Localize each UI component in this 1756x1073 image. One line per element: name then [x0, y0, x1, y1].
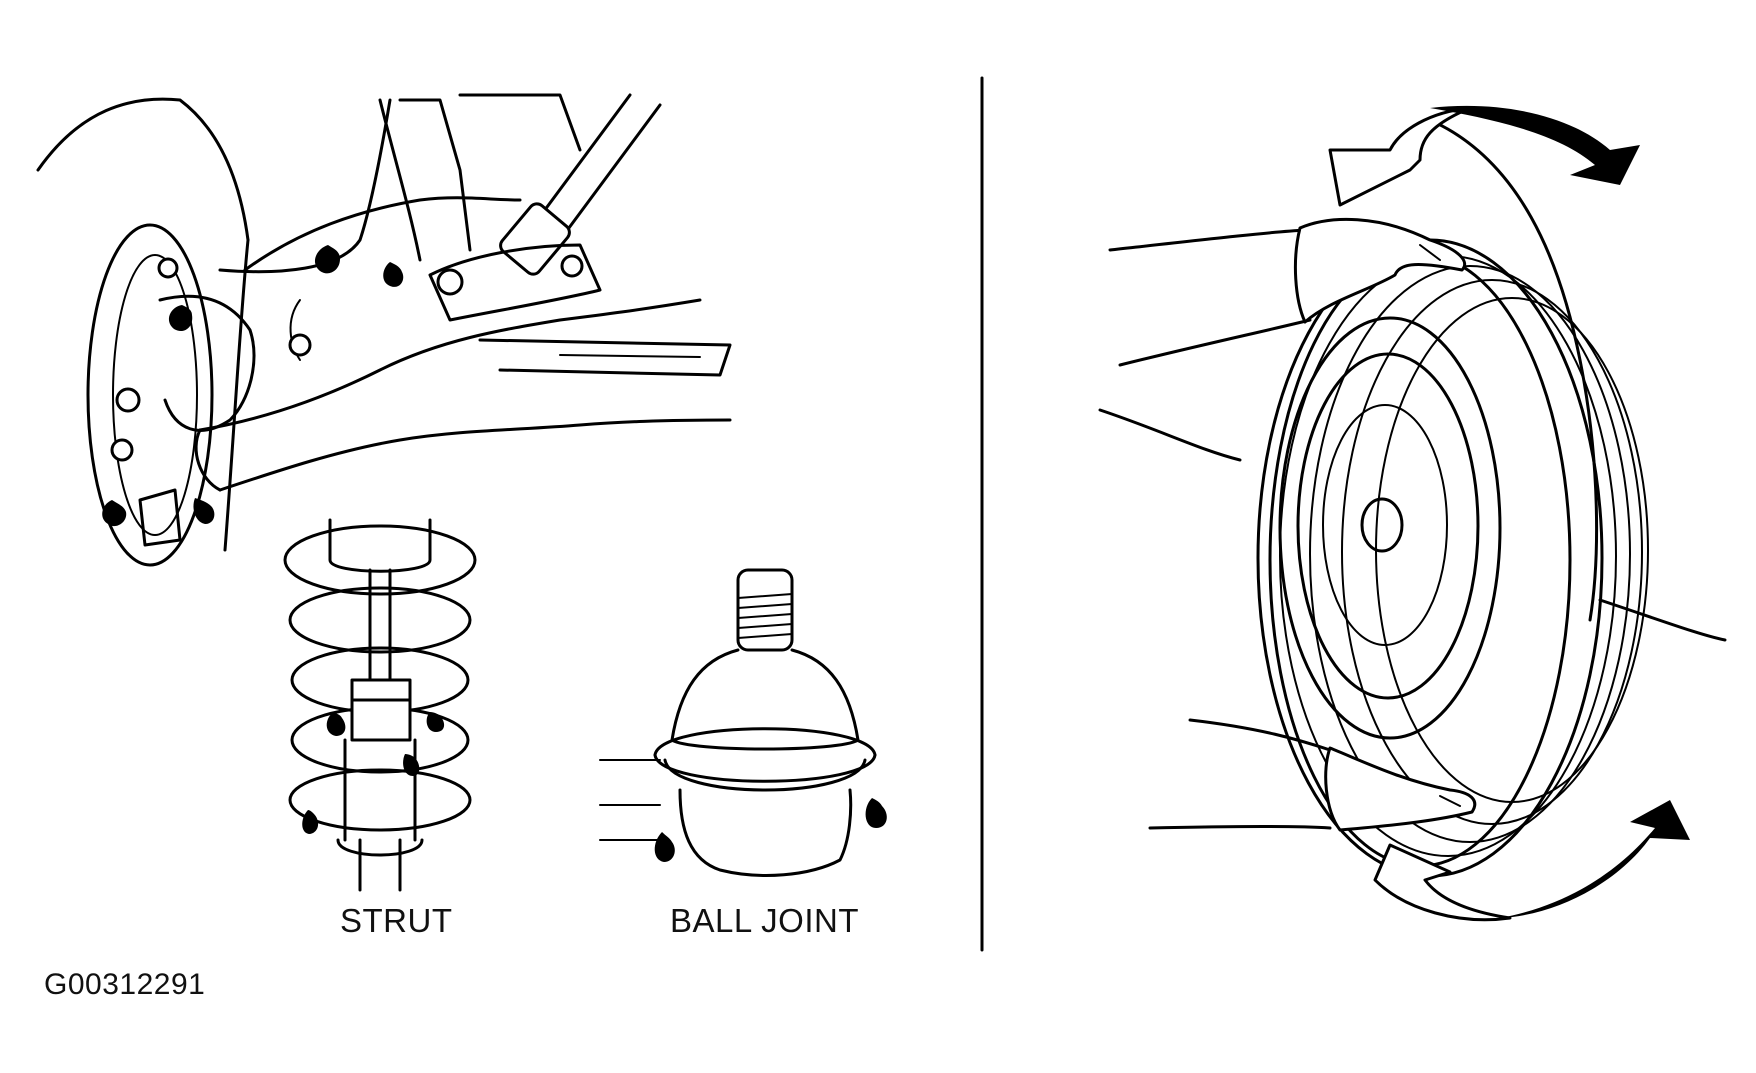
ball-joint-label: BALL JOINT: [670, 902, 859, 939]
ball-joint-illustration: [599, 568, 887, 877]
strut-label: STRUT: [340, 902, 453, 939]
strut-illustration: [283, 518, 477, 892]
wheel-check-illustration: [1098, 105, 1727, 922]
suspension-assembly: [36, 93, 732, 567]
figure-code: G00312291: [44, 968, 206, 1001]
